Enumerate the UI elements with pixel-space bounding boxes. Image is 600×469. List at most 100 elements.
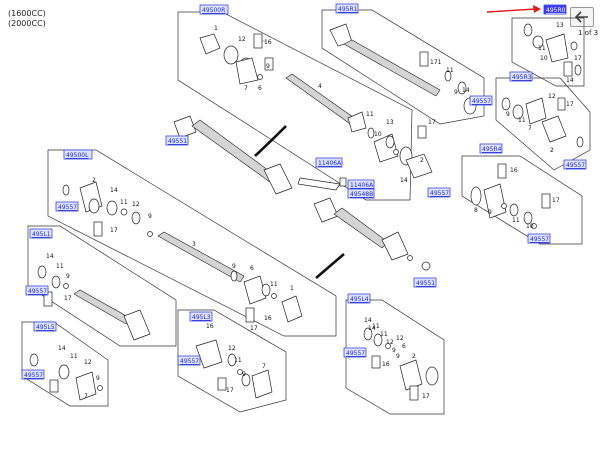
ref-495l4[interactable]: 495L4 [347, 293, 371, 304]
svg-text:12: 12 [84, 359, 92, 366]
svg-text:495R3: 495R3 [512, 74, 532, 81]
svg-text:12: 12 [386, 339, 394, 346]
back-button[interactable] [570, 7, 594, 27]
svg-text:495R0: 495R0 [546, 7, 566, 14]
svg-text:4: 4 [318, 83, 322, 90]
svg-text:16: 16 [264, 315, 272, 322]
svg-text:9: 9 [96, 375, 100, 382]
ref-495r4[interactable]: 495R4 [479, 143, 503, 154]
ref-49557-g[interactable]: 49557 [25, 285, 49, 296]
ref-495l5[interactable]: 495L5 [33, 321, 57, 332]
panel-495r1 [321, 9, 485, 125]
svg-text:495R1: 495R1 [338, 6, 358, 13]
ref-11406a-b[interactable]: 11406A [347, 179, 375, 190]
svg-text:495R4: 495R4 [482, 146, 502, 153]
svg-text:49557: 49557 [566, 162, 585, 169]
svg-text:6: 6 [250, 265, 254, 272]
svg-text:1: 1 [214, 25, 218, 32]
svg-text:11: 11 [56, 263, 64, 270]
ref-49557-d[interactable]: 49557 [527, 233, 551, 244]
ref-495r1[interactable]: 495R1 [335, 3, 359, 14]
driveshaft-495l1 [37, 265, 151, 341]
panel-495r3 [495, 77, 591, 171]
svg-text:10: 10 [526, 223, 534, 230]
svg-text:7: 7 [528, 125, 532, 132]
svg-text:11: 11 [518, 117, 526, 124]
svg-text:9: 9 [454, 89, 458, 96]
driveshaft-495l3 [195, 339, 273, 399]
driveshaft-49500l [62, 181, 303, 323]
svg-text:11: 11 [366, 111, 374, 118]
svg-text:12: 12 [228, 345, 236, 352]
svg-text:11: 11 [372, 323, 380, 330]
svg-text:11: 11 [70, 353, 78, 360]
svg-text:2: 2 [92, 177, 96, 184]
svg-text:14: 14 [462, 87, 470, 94]
ref-49551-a[interactable]: 49551 [165, 135, 189, 146]
ref-49551-b[interactable]: 49551 [413, 277, 437, 288]
ref-495r3[interactable]: 495R3 [509, 71, 533, 82]
svg-text:16: 16 [510, 167, 518, 174]
svg-text:11: 11 [120, 199, 128, 206]
svg-text:9: 9 [232, 263, 236, 270]
svg-text:7: 7 [84, 393, 88, 400]
svg-text:171: 171 [430, 59, 442, 66]
part-numbers: 16 1 12 9 7 6 4 11 13 10 2 14 17 171 11 … [46, 22, 582, 400]
svg-text:17: 17 [552, 197, 560, 204]
svg-text:2: 2 [412, 353, 416, 360]
svg-text:49557: 49557 [180, 358, 199, 365]
svg-text:11: 11 [446, 67, 454, 74]
svg-text:12: 12 [132, 201, 140, 208]
svg-text:9: 9 [266, 63, 270, 70]
highlight-arrow [486, 5, 541, 13]
svg-text:16: 16 [382, 361, 390, 368]
svg-text:49500R: 49500R [202, 7, 225, 14]
svg-text:14: 14 [46, 253, 54, 260]
panel-495r4 [461, 155, 583, 245]
svg-text:10: 10 [540, 55, 548, 62]
ref-495r0[interactable]: 495R0 [543, 4, 567, 15]
ref-495l1[interactable]: 495L1 [29, 228, 53, 239]
ref-49557-e[interactable]: 49557 [55, 201, 79, 212]
panel-495l4 [345, 299, 445, 415]
svg-text:14: 14 [368, 325, 376, 332]
svg-text:17: 17 [428, 119, 436, 126]
svg-text:12: 12 [548, 93, 556, 100]
svg-text:11: 11 [512, 217, 520, 224]
svg-text:17: 17 [250, 325, 258, 332]
svg-text:11: 11 [538, 45, 546, 52]
svg-text:11: 11 [234, 357, 242, 364]
svg-text:49557: 49557 [24, 372, 43, 379]
ref-49557-b[interactable]: 49557 [563, 159, 587, 170]
ref-49500r[interactable]: 49500R [199, 4, 229, 15]
svg-text:9: 9 [392, 347, 396, 354]
ref-49500l[interactable]: 49500L [63, 149, 93, 160]
ref-49557-c[interactable]: 49557 [427, 187, 451, 198]
svg-text:495L5: 495L5 [36, 324, 55, 331]
svg-text:11406A: 11406A [350, 182, 374, 189]
ref-49548b[interactable]: 49548B [347, 188, 375, 199]
svg-text:17: 17 [226, 387, 234, 394]
ref-49557-h[interactable]: 49557 [177, 355, 201, 366]
svg-text:17: 17 [566, 101, 574, 108]
ref-49557-j[interactable]: 49557 [21, 369, 45, 380]
driveshaft-495r1 [329, 23, 477, 115]
svg-text:13: 13 [556, 22, 564, 29]
ref-495l3[interactable]: 495L3 [189, 311, 213, 322]
svg-text:49551: 49551 [416, 280, 435, 287]
svg-text:13: 13 [386, 119, 394, 126]
ref-49557-i[interactable]: 49557 [343, 347, 367, 358]
ref-11406a-a[interactable]: 11406A [315, 157, 343, 168]
engine-2000-label: (2000CC) [8, 19, 46, 28]
panel-495r0 [511, 17, 585, 87]
arrow-left-icon [575, 11, 588, 23]
svg-text:6: 6 [258, 85, 262, 92]
svg-text:17: 17 [110, 227, 118, 234]
driveshaft-495r3 [501, 97, 584, 148]
svg-text:8: 8 [474, 207, 478, 214]
ref-49557-a[interactable]: 49557 [469, 95, 493, 106]
svg-text:12: 12 [396, 335, 404, 342]
svg-text:17: 17 [574, 55, 582, 62]
svg-text:1: 1 [290, 285, 294, 292]
